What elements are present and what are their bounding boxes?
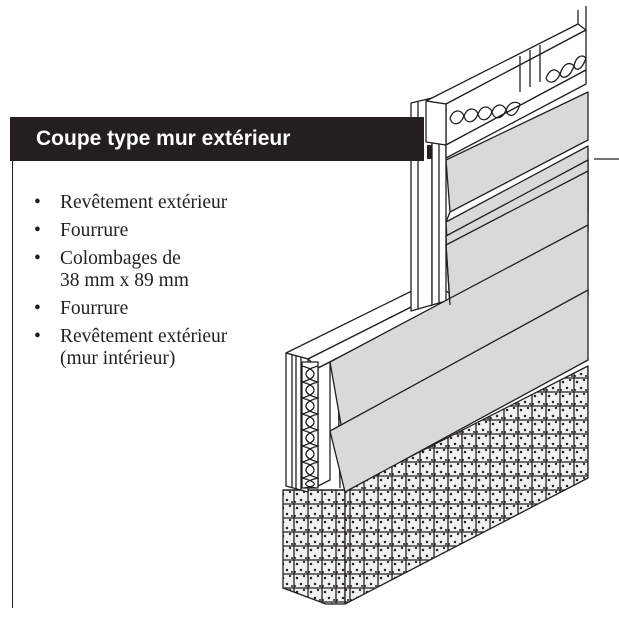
top-wall-framing bbox=[425, 6, 587, 159]
concrete-foundation bbox=[282, 365, 589, 605]
figure-title: Coupe type mur extérieur bbox=[10, 117, 424, 161]
bullet-icon: • bbox=[34, 298, 41, 319]
component-legend: • Revêtement extérieur • Fourrure • Colomba… bbox=[34, 192, 264, 376]
insulation-batt-top bbox=[449, 55, 587, 125]
legend-rule bbox=[12, 161, 13, 608]
legend-item: • Colombages de 38 mm x 89 mm bbox=[34, 248, 264, 292]
bullet-icon: • bbox=[34, 326, 41, 347]
legend-item: • Revêtement extérieur bbox=[34, 192, 264, 214]
legend-item-label: Revêtement extérieur bbox=[60, 192, 228, 213]
legend-item-label: Fourrure bbox=[60, 220, 129, 241]
legend-item-label: Revêtement extérieur (mur intérieur) bbox=[60, 326, 228, 369]
exterior-siding bbox=[329, 91, 589, 493]
legend-item: • Fourrure bbox=[34, 220, 264, 242]
bullet-icon: • bbox=[34, 192, 41, 213]
legend-item-label: Colombages de 38 mm x 89 mm bbox=[60, 248, 189, 291]
legend-item-label: Fourrure bbox=[60, 298, 129, 319]
legend-item: • Fourrure bbox=[34, 298, 264, 320]
legend-item: • Revêtement extérieur (mur intérieur) bbox=[34, 326, 264, 370]
insulation-batt-lower bbox=[301, 361, 319, 489]
bullet-icon: • bbox=[34, 220, 41, 241]
bullet-icon: • bbox=[34, 248, 41, 269]
